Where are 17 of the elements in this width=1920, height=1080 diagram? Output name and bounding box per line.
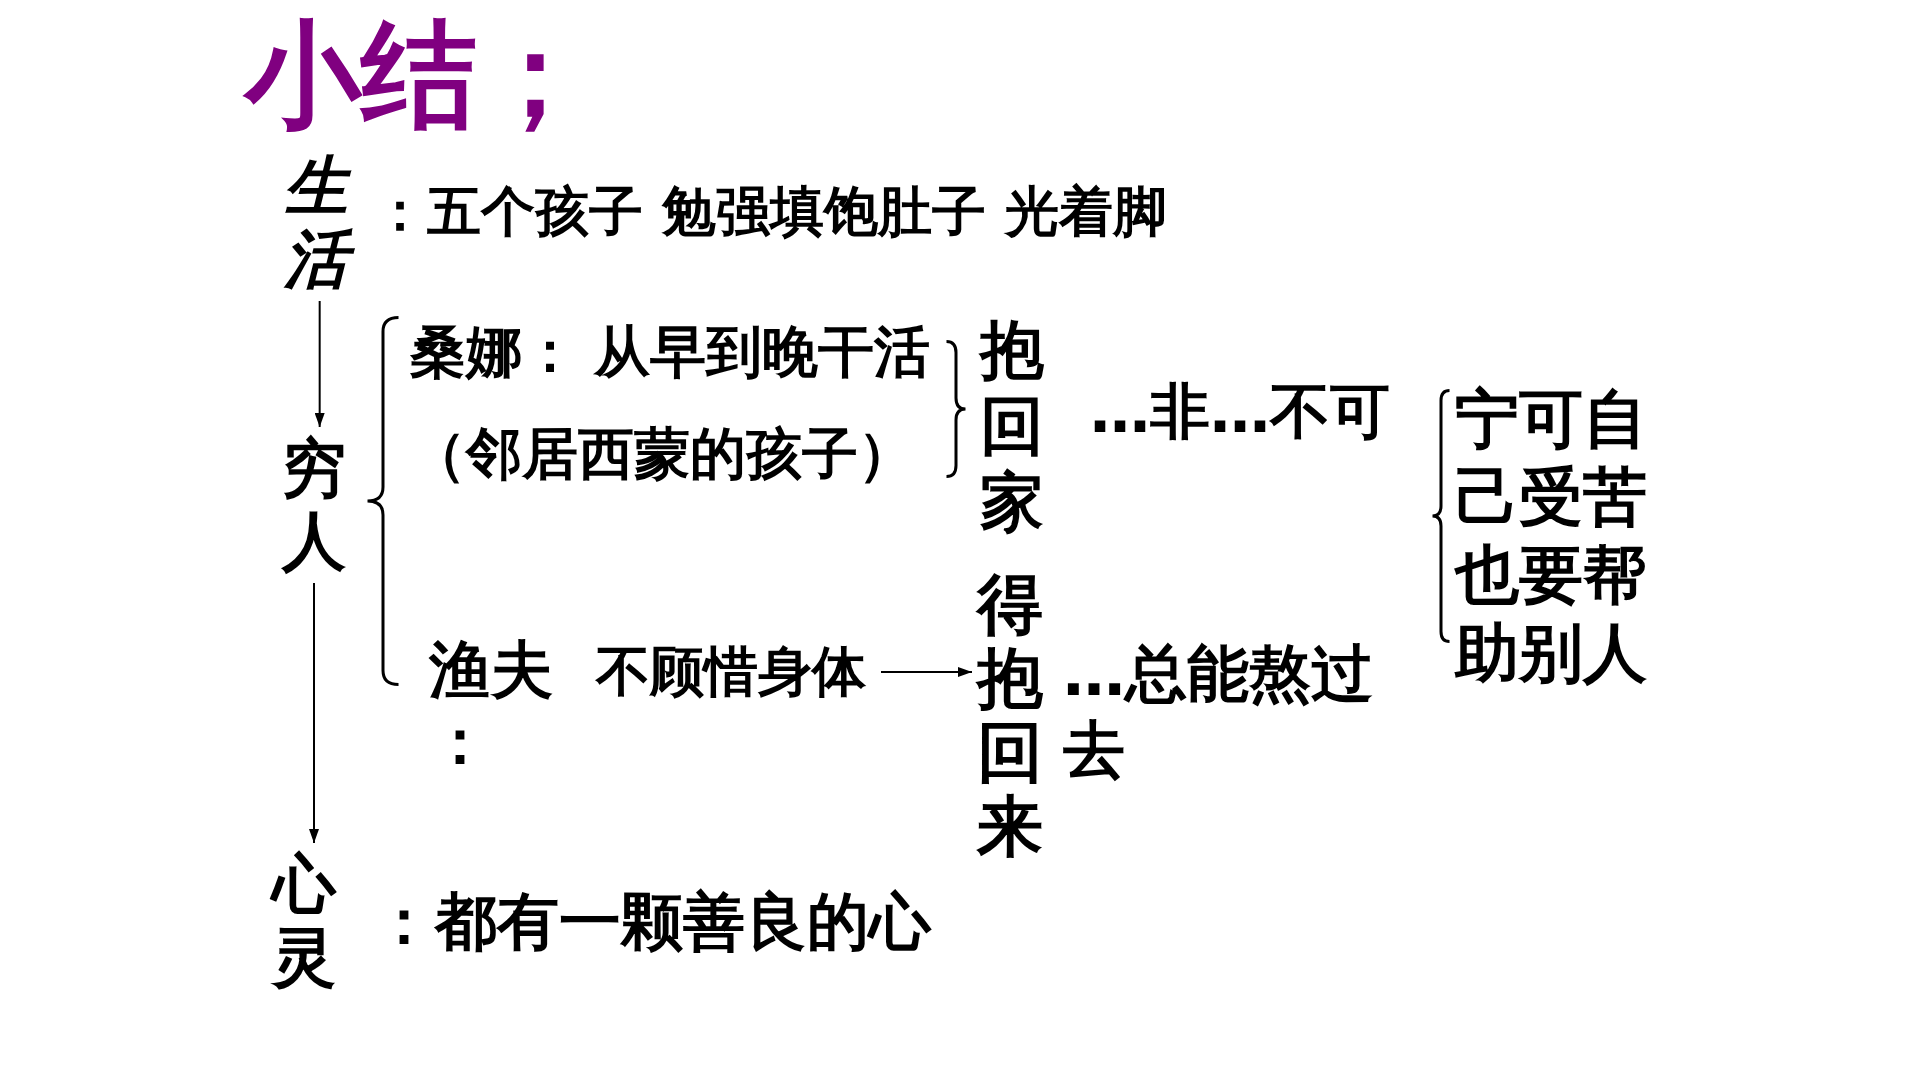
arrow — [314, 300, 325, 428]
description-text: ：五个孩子 勉强填饱肚子 光着脚 — [373, 180, 1167, 244]
text-label: 从早到晚干活 — [594, 318, 930, 386]
name-label: 桑娜： — [410, 318, 578, 386]
text-label: …总能熬过去 — [1063, 636, 1374, 788]
description-text: ：都有一颗善良的心 — [373, 886, 931, 958]
arrow — [309, 582, 319, 844]
text-label: 宁可自己受苦也要帮助别人 — [1455, 381, 1647, 692]
name-label: 渔夫： — [429, 634, 553, 778]
text-label: 抱回家 — [980, 312, 1044, 540]
arrow — [880, 667, 973, 677]
phrase-label: 不顾惜身体 — [596, 640, 866, 704]
text-label: …非…不可 — [1090, 376, 1390, 446]
topic-label: 穷人 — [282, 432, 346, 578]
topic-label: 生活 — [280, 150, 360, 296]
text-label: （邻居西蒙的孩子） — [410, 420, 914, 488]
phrase-label: 得抱回来 — [977, 568, 1043, 864]
